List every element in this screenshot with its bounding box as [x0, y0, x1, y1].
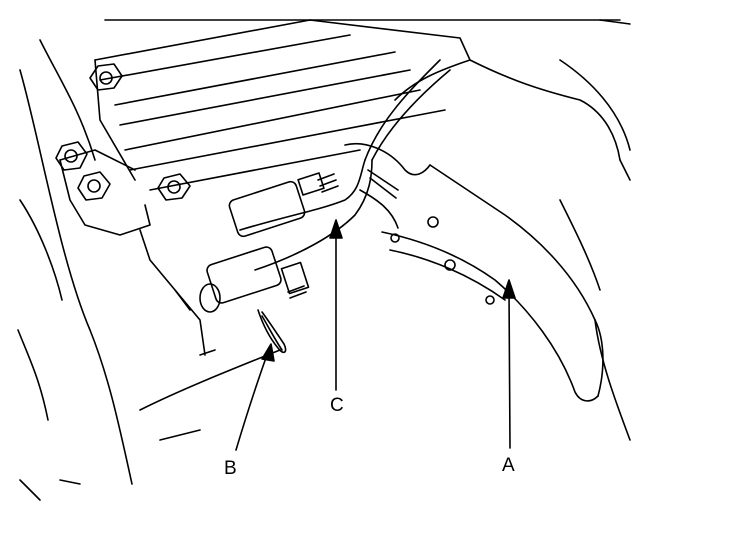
mounting-bracket: [59, 149, 151, 236]
callout-arrow-a: [502, 279, 516, 449]
callout-arrow-b: [235, 343, 275, 451]
hose-fitting-lower: [199, 246, 310, 313]
lower-block: [139, 229, 281, 441]
engine-block: [17, 19, 621, 501]
locking-pliers: [344, 143, 604, 402]
callout-arrow-c: [329, 219, 343, 391]
fuel-line-clip: [257, 309, 287, 354]
bolt-head-3: [77, 171, 111, 201]
bolt-head-1: [89, 63, 123, 91]
callout-label-c: C: [330, 395, 344, 416]
callout-label-a: A: [502, 455, 515, 476]
fuel-hose: [239, 59, 451, 271]
hose-fitting-upper: [228, 172, 339, 238]
callout-label-b: B: [224, 458, 237, 479]
bolt-head-4: [157, 173, 191, 201]
body-panel: [469, 19, 631, 441]
upper-housing: [94, 19, 471, 191]
bolt-head-2: [55, 141, 88, 171]
